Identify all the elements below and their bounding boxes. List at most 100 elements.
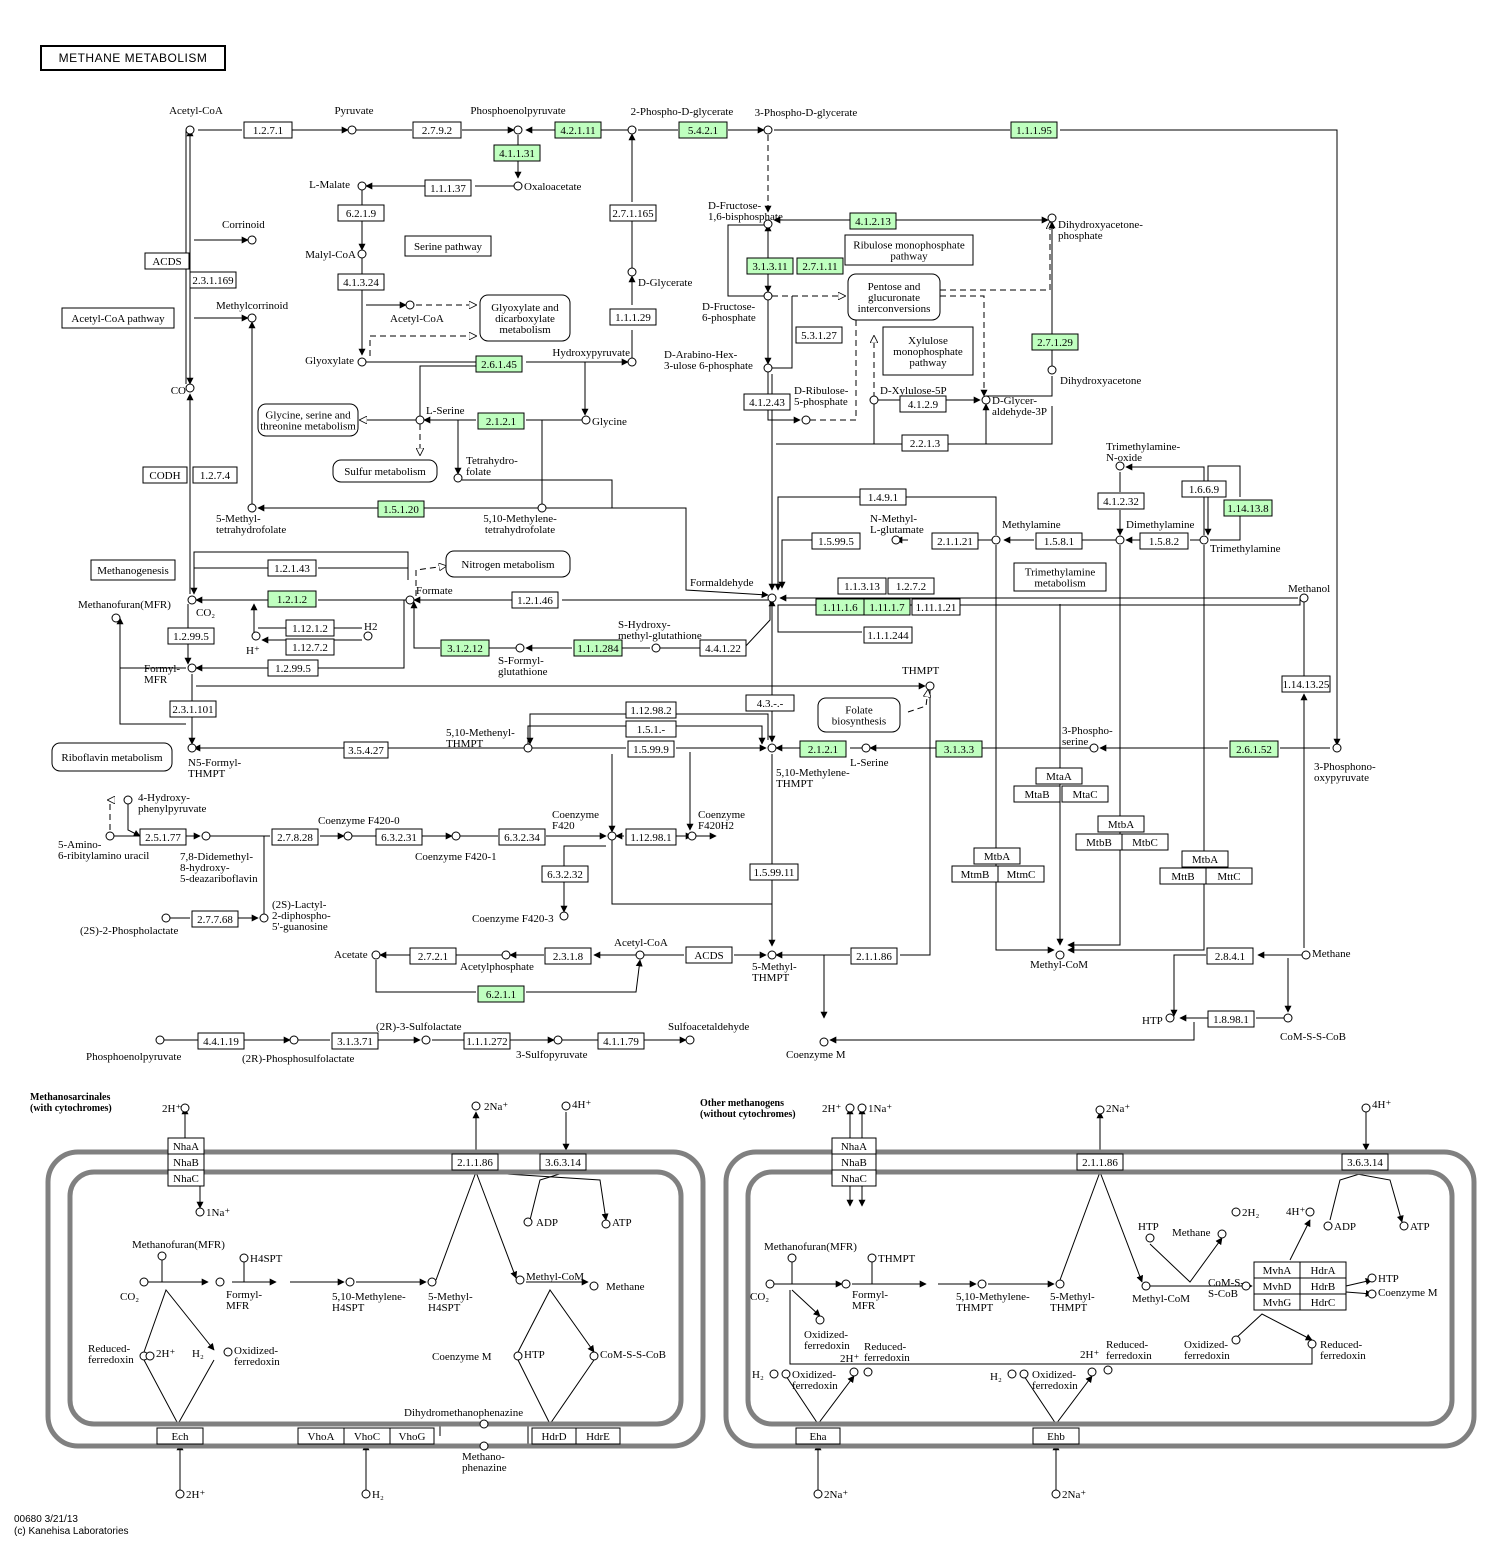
enzyme-5-4-2-1[interactable]: 5.4.2.1 — [678, 121, 728, 139]
compound-sulfopyruvate[interactable] — [553, 1035, 563, 1045]
enzyme-nhaa[interactable]: NhaA — [831, 1137, 877, 1155]
membrane-compound[interactable] — [1141, 1281, 1151, 1291]
enzyme-mttc[interactable]: MttC — [1205, 867, 1253, 885]
membrane-compound[interactable] — [601, 1219, 611, 1229]
enzyme-mtbb[interactable]: MtbB — [1075, 833, 1123, 851]
enzyme-4-1-1-31[interactable]: 4.1.1.31 — [493, 144, 541, 162]
enzyme-mtba[interactable]: MtbA — [973, 847, 1021, 865]
membrane-compound[interactable] — [1103, 1365, 1113, 1375]
compound-sulfoacetaldehyde[interactable] — [685, 1035, 695, 1045]
compound-phosphoserine[interactable] — [1089, 743, 1099, 753]
membrane-compound[interactable] — [427, 1277, 437, 1287]
enzyme-2-7-1-165[interactable]: 2.7.1.165 — [609, 204, 657, 222]
enzyme-2-1-1-86[interactable]: 2.1.1.86 — [850, 947, 898, 965]
membrane-compound[interactable] — [1361, 1103, 1371, 1113]
membrane-compound[interactable] — [1051, 1489, 1061, 1499]
membrane-compound[interactable] — [813, 1489, 823, 1499]
enzyme-1-5-8-1[interactable]: 1.5.8.1 — [1035, 532, 1083, 550]
enzyme-1-1-1-284[interactable]: 1.1.1.284 — [573, 639, 623, 657]
membrane-compound[interactable] — [841, 1279, 851, 1289]
enzyme-mvha[interactable]: MvhA — [1253, 1261, 1301, 1279]
compound-pyruvate[interactable] — [347, 125, 357, 135]
enzyme-mvhg[interactable]: MvhG — [1253, 1293, 1301, 1311]
compound-pg2[interactable] — [627, 125, 637, 135]
enzyme-nhab[interactable]: NhaB — [167, 1153, 205, 1171]
enzyme-1-11-1-21[interactable]: 1.11.1.21 — [911, 598, 961, 616]
enzyme-1-12-98-1[interactable]: 1.12.98.1 — [625, 828, 677, 846]
compound-mthf[interactable] — [247, 503, 257, 513]
enzyme-1-2-1-46[interactable]: 1.2.1.46 — [511, 591, 559, 609]
compound-oxaloacetate[interactable] — [513, 181, 523, 191]
enzyme-2-7-8-28[interactable]: 2.7.8.28 — [271, 828, 319, 846]
enzyme-3-6-3-14[interactable]: 3.6.3.14 — [1341, 1153, 1389, 1171]
enzyme-1-12-1-2[interactable]: 1.12.1.2 — [285, 619, 335, 637]
membrane-compound[interactable] — [139, 1277, 149, 1287]
enzyme-6-3-2-31[interactable]: 6.3.2.31 — [375, 828, 423, 846]
enzyme-4-1-2-13[interactable]: 4.1.2.13 — [849, 212, 897, 230]
enzyme-4-1-3-24[interactable]: 4.1.3.24 — [337, 273, 385, 291]
compound-com-s-s-cob[interactable] — [1283, 1013, 1293, 1023]
compound-methenyl-thmpt[interactable] — [523, 743, 533, 753]
membrane-compound[interactable] — [1055, 1279, 1065, 1289]
membrane-compound[interactable] — [239, 1253, 249, 1263]
membrane-compound[interactable] — [1307, 1339, 1317, 1349]
enzyme-acds[interactable]: ACDS — [144, 252, 190, 270]
enzyme-5-3-1-27[interactable]: 5.3.1.27 — [795, 326, 843, 344]
compound-phosphooxypyruvate[interactable] — [1332, 743, 1342, 753]
membrane-compound[interactable] — [561, 1101, 571, 1111]
membrane-compound[interactable] — [479, 1441, 489, 1451]
membrane-compound[interactable] — [849, 1367, 859, 1377]
enzyme-1-2-7-4[interactable]: 1.2.7.4 — [192, 466, 238, 484]
enzyme-1-1-1-272[interactable]: 1.1.1.272 — [463, 1032, 511, 1050]
enzyme-1-4-9-1[interactable]: 1.4.9.1 — [859, 488, 907, 506]
compound-thmpt[interactable] — [925, 681, 935, 691]
membrane-compound[interactable] — [977, 1279, 987, 1289]
compound-l-serine-2[interactable] — [861, 743, 871, 753]
pathway-link-riboflavin-metabolism[interactable]: Riboflavin metabolism — [51, 742, 173, 772]
membrane-compound[interactable] — [781, 1369, 791, 1379]
enzyme-4-2-1-11[interactable]: 4.2.1.11 — [554, 121, 602, 139]
enzyme-1-14-13-25[interactable]: 1.14.13.25 — [1281, 675, 1331, 693]
enzyme-mvhd[interactable]: MvhD — [1253, 1277, 1301, 1295]
enzyme-4-3[interactable]: 4.3.-.- — [745, 694, 795, 712]
compound-f420-0[interactable] — [343, 831, 353, 841]
compound-f420[interactable] — [607, 831, 617, 841]
compound-formaldehyde[interactable] — [767, 593, 777, 603]
enzyme-3-1-3-71[interactable]: 3.1.3.71 — [331, 1032, 379, 1050]
compound-dha[interactable] — [1047, 365, 1057, 375]
membrane-compound[interactable] — [215, 1277, 225, 1287]
enzyme-2-2-1-3[interactable]: 2.2.1.3 — [901, 434, 949, 452]
enzyme-mtac[interactable]: MtaC — [1061, 785, 1109, 803]
enzyme-2-1-1-86[interactable]: 2.1.1.86 — [451, 1153, 499, 1171]
compound-formate[interactable] — [405, 595, 415, 605]
enzyme-2-5-1-77[interactable]: 2.5.1.77 — [139, 828, 187, 846]
enzyme-2-7-2-1[interactable]: 2.7.2.1 — [409, 947, 457, 965]
enzyme-codh[interactable]: CODH — [142, 466, 188, 484]
compound-h2[interactable] — [363, 631, 373, 641]
enzyme-4-4-1-22[interactable]: 4.4.1.22 — [699, 639, 747, 657]
membrane-compound[interactable] — [1217, 1229, 1227, 1239]
membrane-compound[interactable] — [589, 1351, 599, 1361]
membrane-compound[interactable] — [815, 1315, 825, 1325]
membrane-compound[interactable] — [787, 1253, 797, 1263]
membrane-compound[interactable] — [867, 1253, 877, 1263]
membrane-compound[interactable] — [361, 1489, 371, 1499]
enzyme-mtba[interactable]: MtbA — [1181, 850, 1229, 868]
enzyme-6-3-2-34[interactable]: 6.3.2.34 — [498, 828, 546, 846]
membrane-compound[interactable] — [1367, 1289, 1377, 1299]
compound-corrinoid[interactable] — [247, 235, 257, 245]
membrane-compound[interactable] — [1323, 1221, 1333, 1231]
enzyme-1-5-1-20[interactable]: 1.5.1.20 — [377, 500, 425, 518]
enzyme-mtmc[interactable]: MtmC — [997, 865, 1045, 883]
enzyme-hdre[interactable]: HdrE — [575, 1427, 621, 1445]
enzyme-nhab[interactable]: NhaB — [831, 1153, 877, 1171]
compound-glyoxylate[interactable] — [357, 357, 367, 367]
membrane-compound[interactable] — [523, 1217, 533, 1227]
compound-pg3[interactable] — [763, 125, 773, 135]
enzyme-1-1-1-37[interactable]: 1.1.1.37 — [424, 179, 472, 197]
compound-malyl-coa[interactable] — [357, 249, 367, 259]
membrane-compound[interactable] — [145, 1351, 155, 1361]
